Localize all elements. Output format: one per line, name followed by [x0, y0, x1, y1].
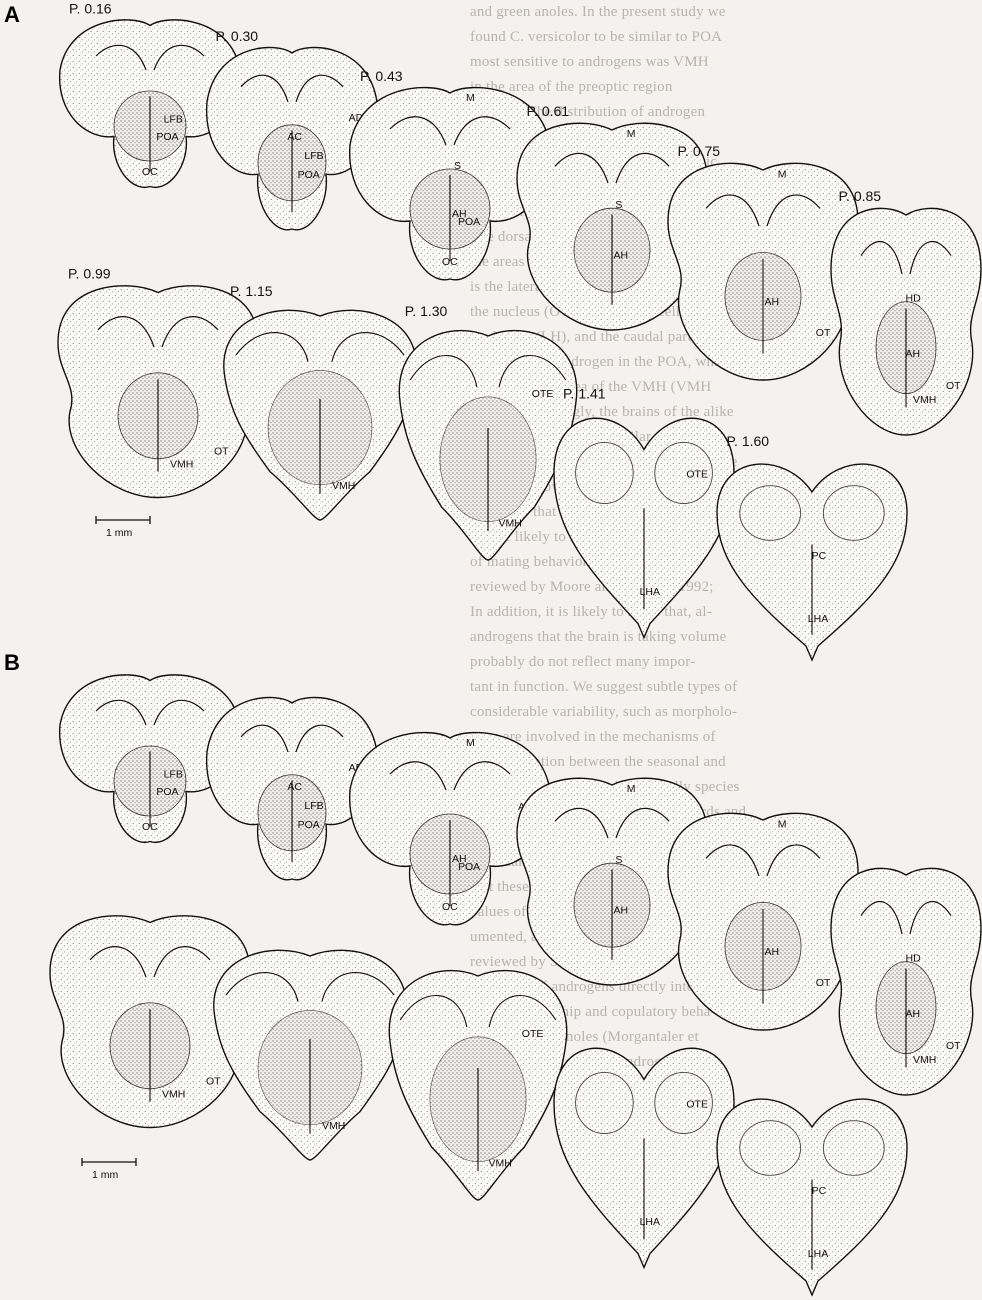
panel-b-section-6: HD AH OT VMH	[831, 868, 981, 1095]
region-label: LHA	[640, 1216, 660, 1228]
region-label: PC	[812, 1185, 827, 1197]
section-level-label: P. 1.41	[563, 386, 606, 402]
section-level-label: P. 1.15	[230, 283, 273, 299]
region-label: POA	[298, 169, 320, 181]
region-label: LFB	[164, 114, 183, 126]
panel-b-section-11: PC LHA	[717, 1099, 907, 1295]
region-label: M	[627, 783, 636, 795]
region-label: LHA	[808, 1248, 828, 1260]
region-label: POA	[156, 786, 178, 798]
region-label: S	[615, 199, 622, 211]
region-label: OT	[816, 327, 831, 339]
section-level-label: P. 0.61	[527, 103, 570, 119]
region-label: OC	[442, 901, 458, 913]
region-label: M	[627, 128, 636, 140]
region-label: VMH	[489, 1157, 512, 1169]
region-label: LHA	[808, 613, 828, 625]
region-label: M	[466, 92, 475, 104]
region-label: OC	[142, 821, 158, 833]
region-label: AH	[765, 946, 780, 958]
region-label: AH	[614, 905, 629, 917]
region-label: POA	[458, 216, 480, 228]
region-label: VMH	[499, 517, 522, 529]
section-level-label: P. 0.30	[216, 28, 259, 44]
region-label: LFB	[164, 769, 183, 781]
region-label: AH	[906, 348, 921, 360]
scale-bar-a: 1 mm	[96, 516, 150, 539]
panel-a: P. 0.16LFBPOAOCP. 0.30ADVRACLFBPOAP. 0.4…	[58, 1, 981, 661]
region-label: VMH	[170, 458, 193, 470]
section-level-label: P. 0.85	[839, 188, 882, 204]
section-level-label: P. 0.75	[678, 143, 721, 159]
region-label: OTE	[532, 388, 554, 400]
region-label: PC	[812, 550, 827, 562]
region-label: POA	[156, 131, 178, 143]
region-label: HD	[906, 293, 922, 305]
panel-a-section-5: P. 0.75M AH OT	[668, 143, 858, 380]
region-label: S	[454, 160, 461, 172]
region-label: OC	[442, 256, 458, 268]
region-label: AH	[906, 1008, 921, 1020]
panel-b-section-10: OTE LHA	[554, 1048, 734, 1267]
panel-b-section-8: VMH	[214, 950, 406, 1160]
region-label: POA	[298, 819, 320, 831]
section-level-label: P. 0.16	[69, 1, 112, 17]
region-label: VMH	[162, 1088, 185, 1100]
region-label: AC	[287, 781, 302, 793]
region-label: VMH	[332, 480, 355, 492]
panel-b-section-9: OTE VMH	[389, 971, 566, 1200]
region-label: OT	[206, 1076, 221, 1088]
region-label: AH	[765, 296, 780, 308]
panel-b-label: B	[4, 650, 20, 675]
region-label: OTE	[522, 1028, 544, 1040]
region-label: AH	[614, 250, 629, 262]
scale-bar-a-label: 1 mm	[106, 527, 133, 539]
region-label: OTE	[686, 469, 708, 481]
region-label: M	[778, 169, 787, 181]
region-label: M	[778, 819, 787, 831]
section-level-label: P. 0.43	[360, 68, 403, 84]
region-label: VMH	[322, 1120, 345, 1132]
region-label: OT	[816, 977, 831, 989]
section-level-label: P. 1.30	[405, 303, 448, 319]
panel-a-label: A	[4, 2, 20, 27]
region-label: LFB	[304, 800, 323, 812]
region-label: HD	[906, 953, 922, 965]
scale-bar-b: 1 mm	[82, 1158, 136, 1181]
region-label: VMH	[913, 1054, 936, 1066]
scale-bar-b-label: 1 mm	[92, 1169, 119, 1181]
region-label: LHA	[640, 586, 660, 598]
region-label: POA	[458, 861, 480, 873]
section-level-label: P. 1.60	[727, 433, 770, 449]
region-label: S	[615, 854, 622, 866]
panel-b-section-5: M AH OT	[668, 813, 858, 1030]
region-label: OT	[946, 1040, 961, 1052]
region-label: OTE	[686, 1099, 708, 1111]
section-level-label: P. 0.99	[68, 266, 111, 282]
region-label: VMH	[913, 394, 936, 406]
region-label: OC	[142, 166, 158, 178]
region-label: LFB	[304, 150, 323, 162]
region-label: OT	[946, 380, 961, 392]
region-label: AC	[287, 131, 302, 143]
panel-a-section-2: P. 0.30ADVRACLFBPOA	[207, 28, 379, 230]
panel-b: LFBPOAOCADVRACLFBPOAMADVRAHPOAOCMSAHMAHO…	[50, 675, 981, 1295]
region-label: M	[466, 737, 475, 749]
region-label: OT	[214, 446, 229, 458]
